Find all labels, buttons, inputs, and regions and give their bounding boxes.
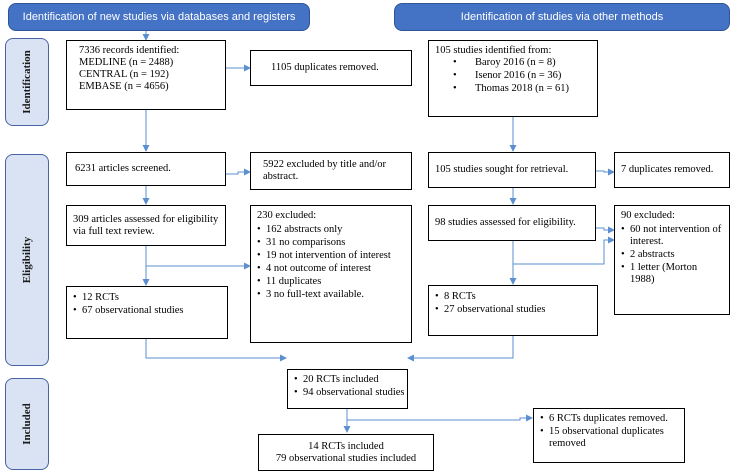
box-articles-screened: 6231 articles screened. [66, 152, 226, 186]
box-excluded-title-abstract: 5922 excluded by title and/or abstract. [250, 152, 412, 190]
box-studies-identified: 105 studies identified from: •Baroy 2016… [428, 40, 598, 117]
left-results-item: •12 RCTs [73, 292, 119, 303]
studies-source-baroy: •Baroy 2016 (n = 8) [453, 57, 556, 68]
studies-source-isenor: •Isenor 2016 (n = 36) [453, 70, 562, 81]
banner-other-methods: Identification of studies via other meth… [394, 3, 730, 31]
duplicates-removed-right-text: 7 duplicates removed. [621, 164, 714, 175]
stage-eligibility-label: Eligibility [5, 154, 49, 366]
box-right-results: •8 RCTs •27 observational studies [428, 285, 598, 336]
arrow-combined-to-duplicates [347, 414, 533, 422]
stage-identification-label: Identification [5, 38, 49, 126]
arrow-left-results-to-combined [145, 339, 287, 362]
excluded-title-abstract-text: 5922 excluded by title and/or abstract. [263, 159, 387, 182]
arrow-sought-to-duplicates [596, 168, 615, 176]
sought-retrieval-text: 105 studies sought for retrieval. [435, 164, 569, 175]
excluded-230-item: •11 duplicates [257, 276, 322, 287]
records-source-embase: EMBASE (n = 4656) [79, 81, 169, 92]
box-excluded-90: 90 excluded: •60 not intervention of int… [614, 205, 730, 315]
records-source-medline: MEDLINE (n = 2488) [79, 57, 174, 68]
articles-screened-text: 6231 articles screened. [75, 163, 171, 174]
excluded-230-title: 230 excluded: [257, 210, 317, 221]
box-sought-retrieval: 105 studies sought for retrieval. [428, 152, 596, 188]
box-records-identified: 7336 records identified: MEDLINE (n = 24… [66, 40, 226, 110]
duplicates-removed-left-text: 1105 duplicates removed. [271, 62, 379, 73]
stage-included-label: Included [5, 378, 49, 470]
excluded-90-item: •60 not intervention of interest. [621, 224, 722, 247]
arrow-branch-to-excluded-90 [513, 236, 615, 265]
left-results-item: •67 observational studies [73, 305, 184, 316]
excluded-230-item: •31 no comparisons [257, 237, 346, 248]
excluded-230-item: •162 abstracts only [257, 224, 343, 235]
box-assessed-eligibility-right: 98 studies assessed for eligibility. [428, 205, 596, 241]
box-duplicates-final: •6 RCTs duplicates removed. •15 observat… [533, 408, 685, 463]
box-excluded-230: 230 excluded: •162 abstracts only •31 no… [250, 205, 412, 343]
excluded-230-item: •19 not intervention of interest [257, 250, 391, 261]
studies-identified-title: 105 studies identified from: [435, 45, 552, 56]
duplicates-final-item: •6 RCTs duplicates removed. [540, 413, 668, 424]
arrow-screened-to-excluded [226, 168, 251, 176]
box-combined-included: •20 RCTs included •94 observational stud… [287, 369, 408, 409]
records-identified-title: 7336 records identified: [79, 45, 180, 56]
final-included-observational: 79 observational studies included [275, 452, 417, 464]
combined-included-item: •94 observational studies [294, 387, 405, 398]
final-included-rcts: 14 RCTs included [308, 440, 384, 452]
studies-source-thomas: •Thomas 2018 (n = 61) [453, 83, 569, 94]
excluded-230-item: •4 not outcome of interest [257, 263, 371, 274]
excluded-90-item: •1 letter (Morton 1988) [621, 262, 698, 285]
excluded-230-item: •3 no full-text available. [257, 289, 364, 300]
records-source-central: CENTRAL (n = 192) [79, 69, 169, 80]
duplicates-final-item: •15 observational duplicates removed [540, 426, 664, 449]
assessed-eligibility-right-text: 98 studies assessed for eligibility. [435, 217, 576, 228]
box-left-results: •12 RCTs •67 observational studies [66, 286, 228, 339]
box-duplicates-removed-right: 7 duplicates removed. [614, 152, 730, 188]
arrow-right-results-to-combined [407, 336, 514, 362]
box-assessed-full-text: 309 articles assessed for eligibility vi… [66, 205, 226, 246]
right-results-item: •8 RCTs [435, 291, 476, 302]
box-final-included: 14 RCTs included 79 observational studie… [258, 434, 434, 471]
excluded-90-title: 90 excluded: [621, 210, 675, 221]
arrow-assessed-to-excluded-90 [596, 226, 615, 234]
excluded-90-item: •2 abstracts [621, 249, 675, 260]
banner-databases-registers: Identification of new studies via databa… [8, 3, 310, 31]
box-duplicates-removed-left: 1105 duplicates removed. [250, 50, 412, 86]
right-results-item: •27 observational studies [435, 304, 546, 315]
assessed-full-text-text: 309 articles assessed for eligibility vi… [73, 213, 219, 237]
combined-included-item: •20 RCTs included [294, 374, 379, 385]
